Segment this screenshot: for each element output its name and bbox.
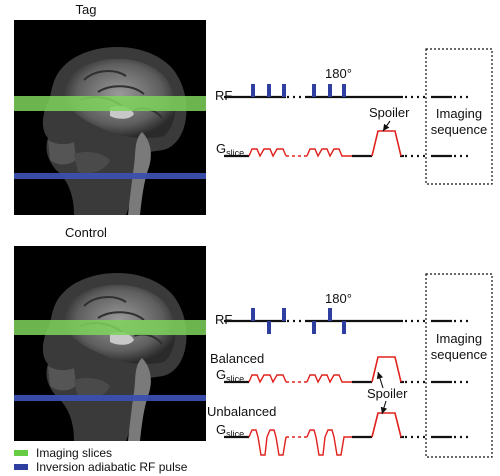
tag-title: Tag	[75, 2, 97, 17]
legend-item-imaging-slices: Imaging slices	[14, 446, 112, 460]
rf-pulses-control	[251, 308, 346, 334]
spoiler-label-control: Spoiler	[367, 386, 408, 401]
rf-label-control: RF	[215, 312, 232, 327]
spoiler-lobe-balanced	[371, 356, 402, 383]
imaging-box-control	[425, 273, 493, 458]
imaging-line2-tag: sequence	[431, 122, 487, 137]
rf-label-tag: RF	[215, 88, 232, 103]
mri-image-control	[14, 246, 206, 441]
imaging-line1-control: Imaging	[436, 331, 482, 346]
legend-label: Inversion adiabatic RF pulse	[36, 460, 188, 474]
rf-pulses-tag	[251, 84, 346, 97]
control-title: Control	[65, 225, 107, 240]
imaging-box-tag	[425, 48, 493, 185]
legend-swatch-blue	[14, 464, 28, 470]
gradient-lobes-unbalanced	[248, 429, 352, 456]
imaging-line1-tag: Imaging	[436, 106, 482, 121]
unbalanced-label: Unbalanced	[207, 404, 276, 419]
balanced-label: Balanced	[210, 351, 264, 366]
gslice-label-unbalanced: Gslice	[216, 422, 244, 439]
spoiler-lobe-tag	[371, 130, 402, 157]
gradient-lobes-tag	[248, 148, 352, 158]
spoiler-label-tag: Spoiler	[369, 105, 410, 120]
gradient-lobes-balanced	[248, 374, 352, 384]
imaging-line2-control: sequence	[431, 347, 487, 362]
gslice-label-balanced: Gslice	[216, 367, 244, 384]
legend-item-inversion-rf: Inversion adiabatic RF pulse	[14, 460, 187, 474]
legend-swatch-green	[14, 450, 28, 456]
mri-image-tag	[14, 20, 206, 215]
angle-label-control: 180°	[325, 291, 352, 306]
gslice-label-tag: Gslice	[216, 141, 244, 158]
legend-label: Imaging slices	[36, 446, 113, 460]
angle-label-tag: 180°	[325, 66, 352, 81]
